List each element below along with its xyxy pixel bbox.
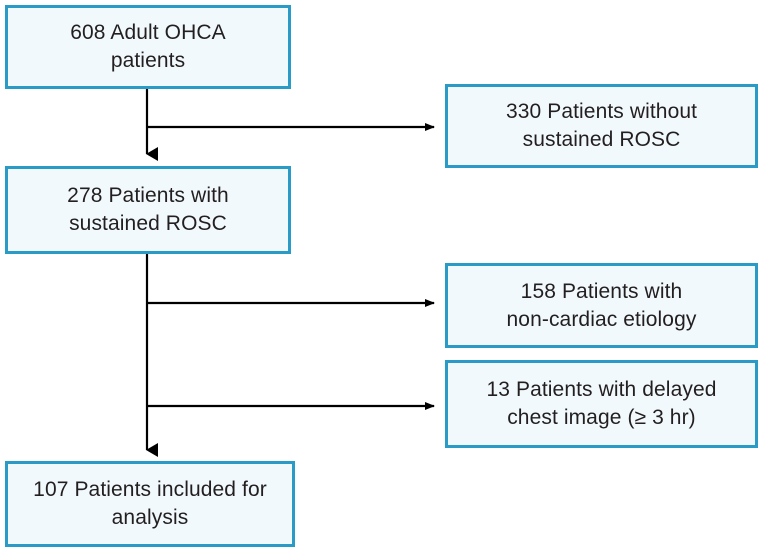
node-patients-with-sustained-rosc: 278 Patients with sustained ROSC (5, 166, 291, 254)
node-excluded-delayed-chest-image: 13 Patients with delayed chest image (≥ … (445, 360, 758, 448)
node-enrolled-patients: 608 Adult OHCA patients (5, 5, 291, 89)
node-excluded-non-cardiac-etiology: 158 Patients with non-cardiac etiology (445, 263, 758, 348)
node-excluded-no-sustained-rosc: 330 Patients without sustained ROSC (445, 84, 758, 168)
node-included-for-analysis: 107 Patients included for analysis (5, 461, 295, 547)
